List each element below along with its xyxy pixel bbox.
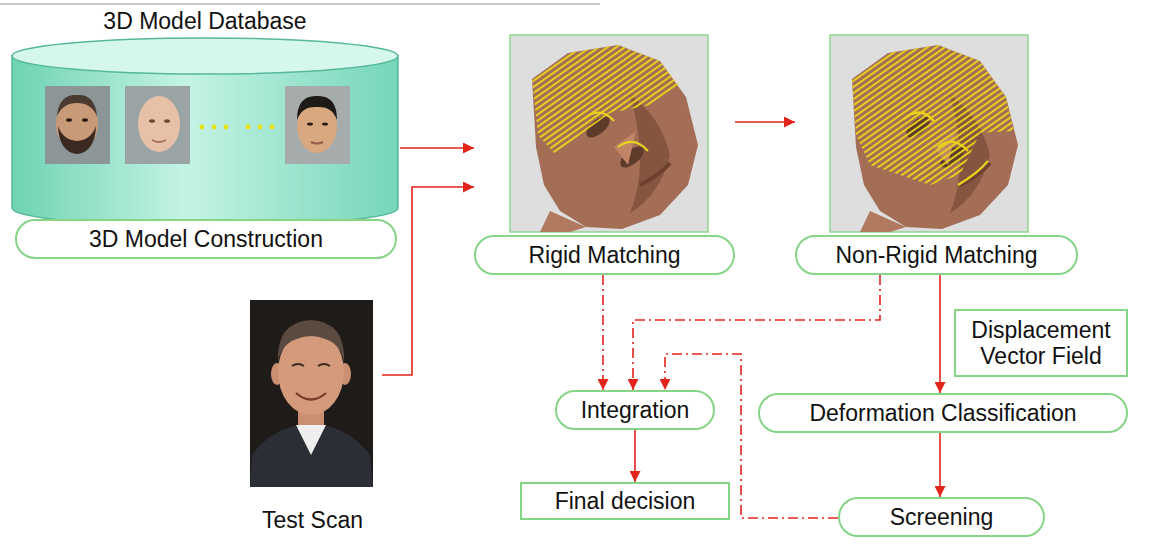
dash-dot-arrow [602,275,604,390]
flow-arrow [939,275,941,393]
cylinder-outline [10,8,400,232]
process-pill: Deformation Classification [758,393,1128,433]
node-label: Screening [890,504,994,530]
matching-stage: Rigid Matching [474,35,735,275]
flow-arrow [939,433,941,497]
cylinder-top [12,38,398,74]
flow-arrow [634,430,636,482]
node-label: Integration [581,397,690,423]
flow-arrow [735,121,795,123]
cylinder-body [12,56,398,226]
database-cylinder: 3D Model Database [10,8,400,232]
process-pill: 3D Model Construction [15,219,397,259]
non-rigid-match-render [830,35,1028,232]
node-label: 3D Model Database [10,8,400,34]
data-box: Displacement Vector Field [954,309,1128,377]
process-pill: Integration [555,390,715,430]
rigid-match-render [510,35,708,232]
flow-arrow [382,187,474,375]
dash-dot-arrow [633,275,880,390]
node-label: Rigid Matching [528,242,680,268]
test-scan: Test Scan [243,300,382,536]
face-thumbnails [45,86,350,164]
node-label: Test Scan [262,507,363,533]
process-pill: Non-Rigid Matching [795,235,1078,275]
matching-stage: Non-Rigid Matching [795,35,1078,275]
output-box: Final decision [520,482,730,520]
test-scan-photo [250,300,373,487]
rule-line [0,3,600,4]
flow-arrow [400,147,474,149]
node-label: Final decision [555,488,696,514]
process-pill: Rigid Matching [474,235,735,275]
node-label: Deformation Classification [809,400,1076,426]
node-label: 3D Model Construction [89,226,323,252]
node-label: Displacement Vector Field [966,317,1116,370]
process-pill: Screening [838,497,1045,537]
node-label: Non-Rigid Matching [836,242,1038,268]
